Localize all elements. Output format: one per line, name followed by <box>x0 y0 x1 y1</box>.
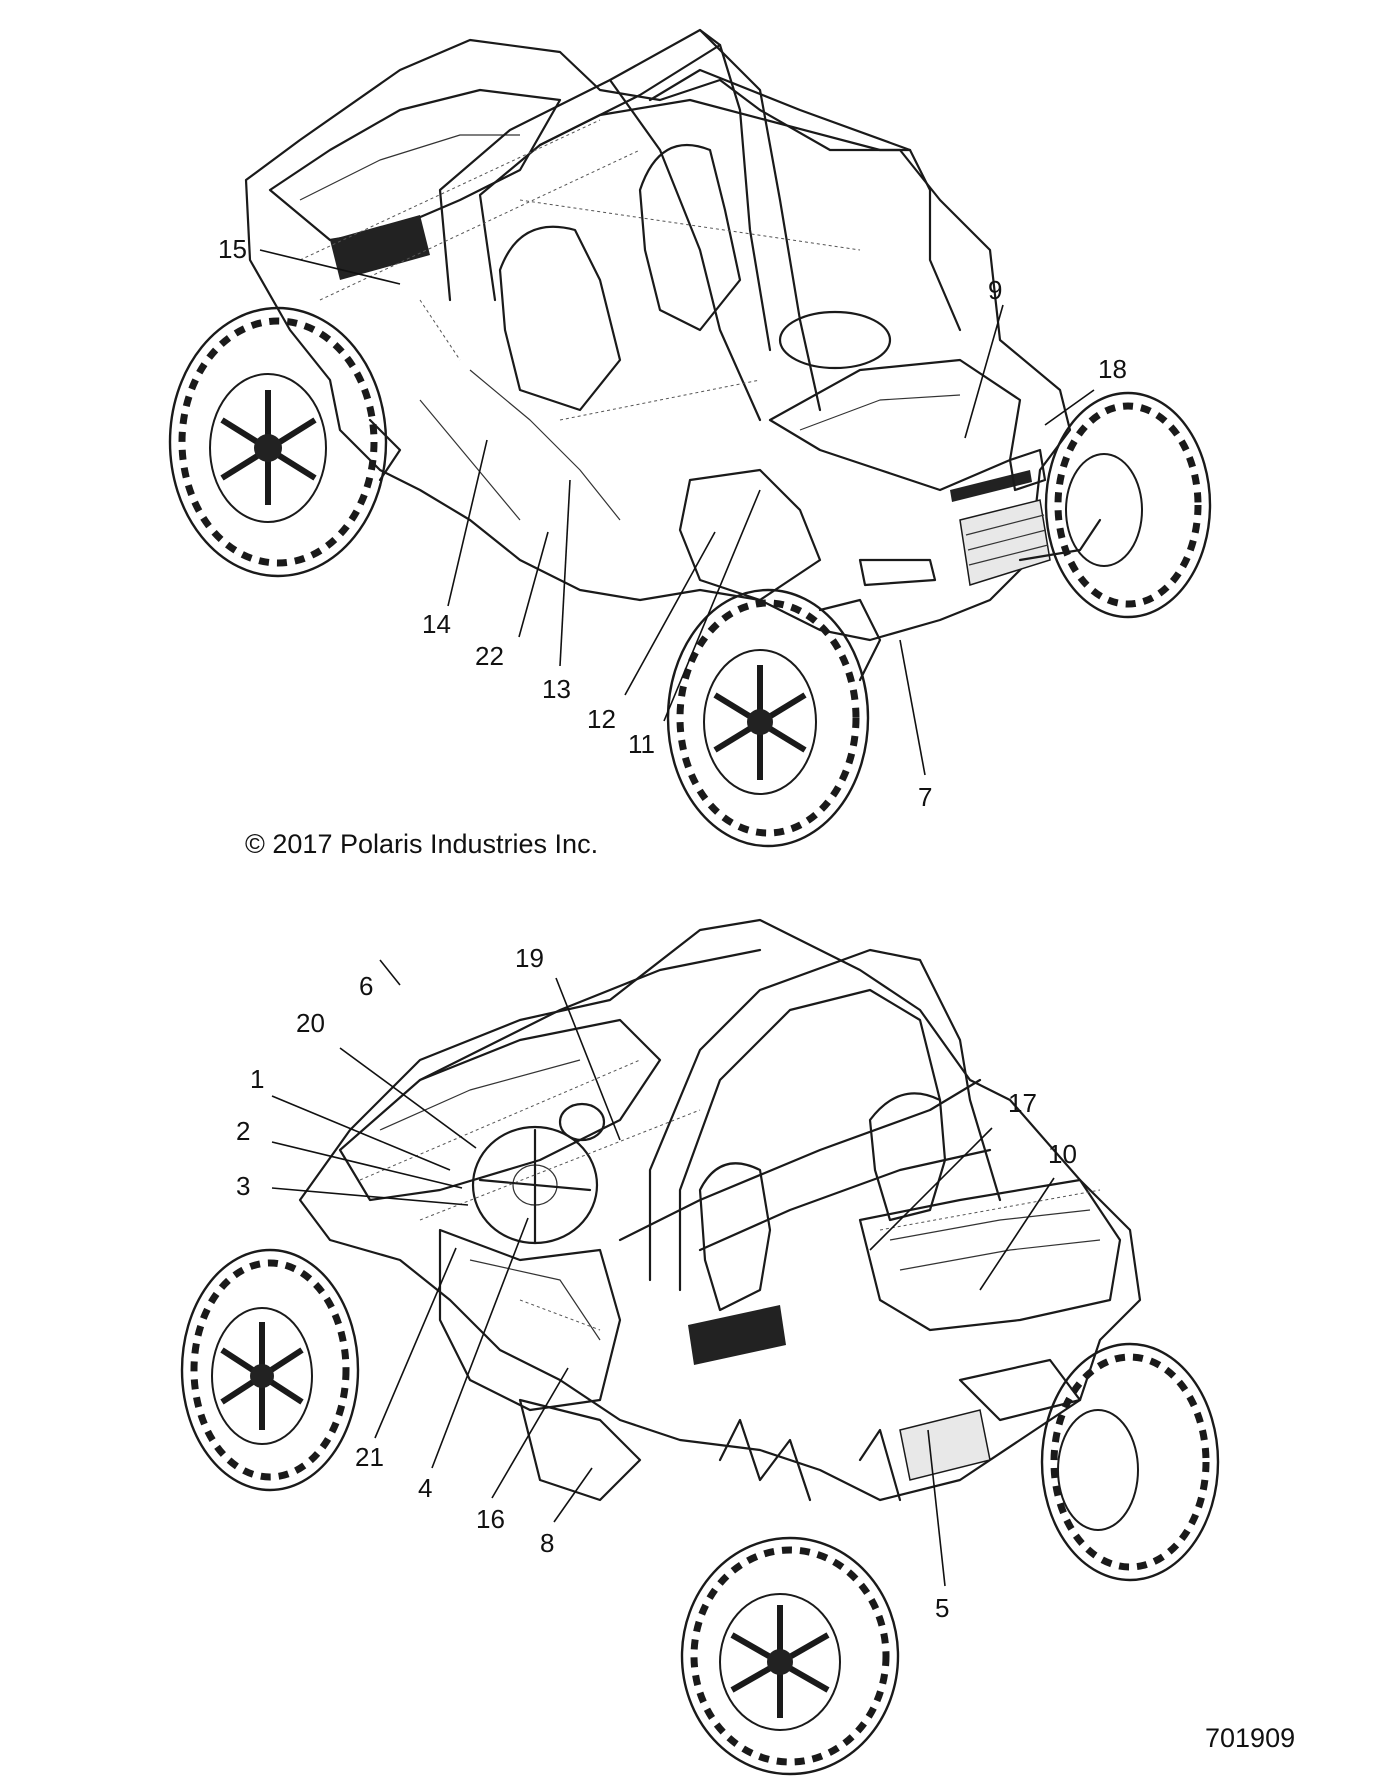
callout-18: 18 <box>1098 354 1127 384</box>
bottom-rear-left-wheel <box>180 1248 360 1492</box>
top-front-left-wheel <box>666 588 870 848</box>
callout-11: 11 <box>628 729 655 759</box>
copyright-notice: © 2017 Polaris Industries Inc. <box>245 829 598 859</box>
callout-7: 7 <box>918 782 932 812</box>
bottom-callout-labels: 19 6 20 1 2 3 17 10 21 4 16 8 5 <box>236 943 1077 1623</box>
callout-6: 6 <box>359 971 373 1001</box>
callout-9: 9 <box>988 275 1002 305</box>
callout-12: 12 <box>587 704 616 734</box>
callout-3: 3 <box>236 1171 250 1201</box>
top-front-right-wheel <box>1044 391 1212 619</box>
top-callout-leaders <box>259 249 1095 776</box>
bottom-vehicle-illustration <box>180 918 1220 1776</box>
bottom-callout-leaders <box>271 959 1055 1587</box>
bottom-front-left-wheel <box>680 1536 900 1776</box>
callout-2: 2 <box>236 1116 250 1146</box>
callout-10: 10 <box>1048 1139 1077 1169</box>
callout-15: 15 <box>218 234 247 264</box>
top-vehicle-illustration <box>168 28 1212 848</box>
callout-14: 14 <box>422 609 451 639</box>
bottom-front-right-wheel <box>1040 1342 1220 1582</box>
callout-1: 1 <box>250 1064 264 1094</box>
top-rear-left-wheel <box>168 306 388 578</box>
callout-13: 13 <box>542 674 571 704</box>
top-callout-labels: 15 9 18 14 22 13 12 11 7 <box>218 234 1127 812</box>
callout-22: 22 <box>475 641 504 671</box>
callout-4: 4 <box>418 1473 432 1503</box>
diagram-part-number: 701909 <box>1205 1723 1295 1753</box>
callout-21: 21 <box>355 1442 384 1472</box>
callout-17: 17 <box>1008 1088 1037 1118</box>
callout-19: 19 <box>515 943 544 973</box>
callout-20: 20 <box>296 1008 325 1038</box>
callout-5: 5 <box>935 1593 949 1623</box>
callout-16: 16 <box>476 1504 505 1534</box>
callout-8: 8 <box>540 1528 554 1558</box>
